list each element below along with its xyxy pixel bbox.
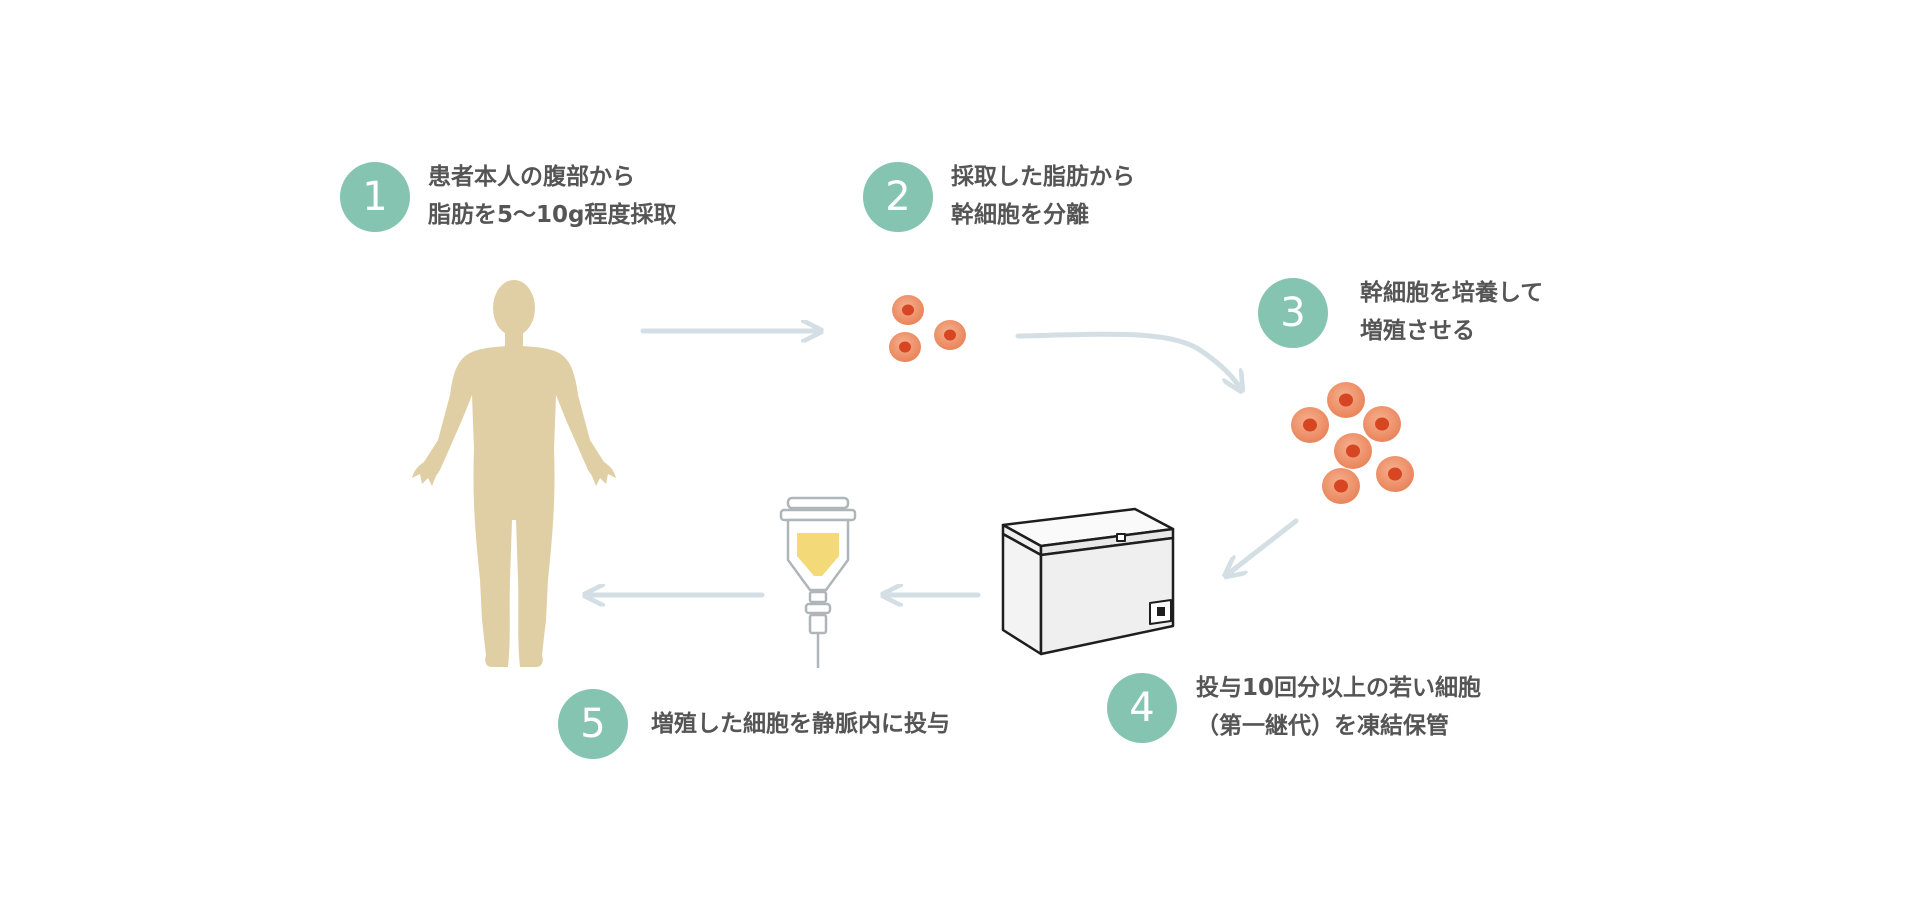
human-silhouette-icon (412, 280, 616, 667)
step-4-line-1: 投与10回分以上の若い細胞 (1196, 675, 1482, 701)
step-5-description: 増殖した細胞を静脈内に投与 (651, 705, 950, 743)
arrow-2-to-3 (1015, 331, 1240, 388)
step-4-description: 投与10回分以上の若い細胞 （第一継代）を凍結保管 (1196, 669, 1481, 745)
iv-drip-icon (779, 496, 857, 668)
step-4-line-2: （第一継代）を凍結保管 (1196, 713, 1449, 739)
step-2-description: 採取した脂肪から 幹細胞を分離 (951, 158, 1135, 234)
step-3-line-2: 増殖させる (1360, 318, 1475, 344)
step-1-line-2: 脂肪を5〜10g程度採取 (428, 202, 677, 228)
arrow-3-to-4 (1228, 518, 1299, 574)
step-1-description: 患者本人の腹部から 脂肪を5〜10g程度採取 (428, 158, 676, 234)
step-2-badge: 2 (863, 162, 933, 232)
step-3-line-1: 幹細胞を培養して (1360, 280, 1544, 306)
step-2-line-2: 幹細胞を分離 (951, 202, 1089, 228)
cells-small-icon (889, 295, 966, 362)
step-1-line-1: 患者本人の腹部から (428, 164, 635, 190)
step-1-badge: 1 (340, 162, 410, 232)
step-4-badge: 4 (1107, 673, 1177, 743)
step-2-line-1: 採取した脂肪から (951, 164, 1135, 190)
step-3-description: 幹細胞を培養して 増殖させる (1360, 274, 1543, 350)
step-5-line-1: 増殖した細胞を静脈内に投与 (651, 711, 950, 737)
step-5-badge: 5 (558, 689, 628, 759)
step-3-badge: 3 (1258, 278, 1328, 348)
chest-freezer-icon (1001, 507, 1175, 656)
cells-cultured-icon (1291, 382, 1414, 504)
